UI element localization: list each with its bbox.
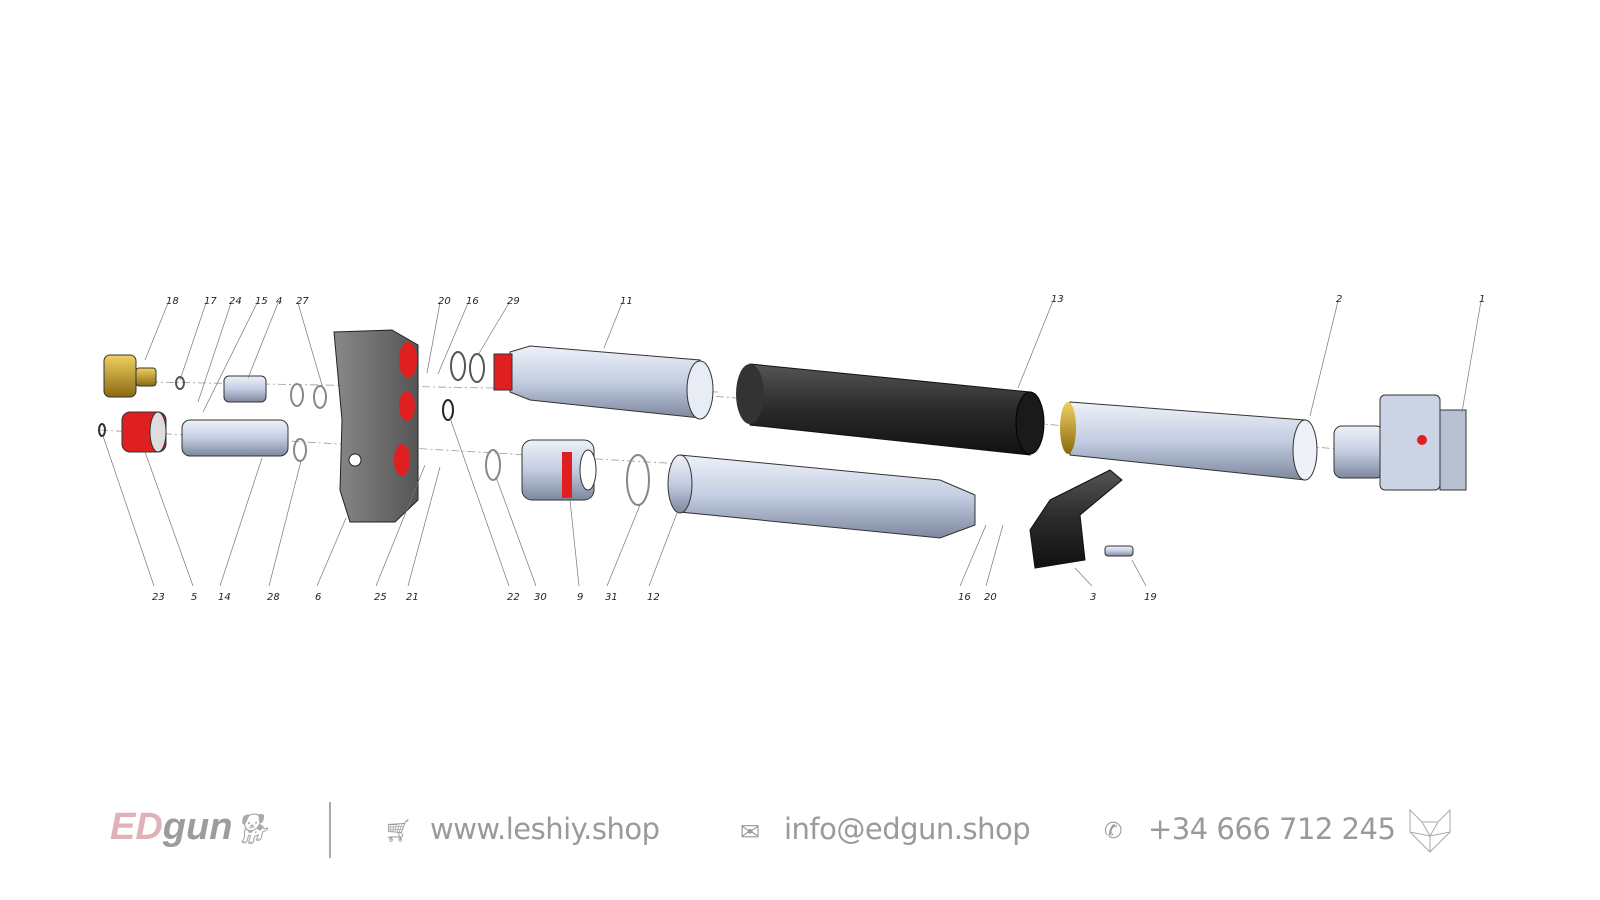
leader-line	[407, 466, 441, 587]
part-19-screw	[1104, 545, 1134, 557]
part-27-oring	[313, 385, 327, 409]
shopping-cart-icon: 🛒︎	[384, 818, 412, 843]
part-number-label: 4	[276, 296, 282, 307]
website-link[interactable]: www.leshiy.shop	[430, 812, 660, 846]
leader-line	[959, 524, 987, 587]
part-number-label: 30	[534, 592, 547, 603]
leader-line	[1309, 300, 1339, 417]
part-number-label: 12	[647, 592, 660, 603]
part-23-clip	[98, 423, 106, 437]
leader-line	[179, 302, 207, 381]
part-number-label: 11	[620, 296, 633, 307]
leader-line	[247, 302, 279, 379]
part-22-circlip	[442, 399, 454, 421]
part-number-label: 15	[255, 296, 268, 307]
part-14-piston	[181, 419, 289, 457]
part-number-label: 18	[166, 296, 179, 307]
dog-icon: 🐕︎	[232, 813, 271, 846]
part-13-shroud	[736, 363, 1045, 456]
part-number-label: 16	[958, 592, 971, 603]
part-2-receiver	[1060, 401, 1318, 481]
part-number-label: 28	[267, 592, 280, 603]
part-number-label: 21	[406, 592, 419, 603]
part-number-label: 6	[315, 592, 321, 603]
leader-line	[603, 302, 623, 349]
leader-line	[268, 460, 302, 587]
part-28-oring	[293, 438, 307, 462]
part-number-label: 23	[152, 592, 165, 603]
footer: EDgun🐕︎ 🛒︎ www.leshiy.shop ✉ info@edgun.…	[0, 790, 1600, 870]
part-number-label: 13	[1051, 294, 1064, 305]
divider	[329, 802, 331, 858]
part-number-label: 25	[374, 592, 387, 603]
leader-line	[437, 302, 469, 375]
leader-line	[495, 476, 537, 587]
part-number-label: 14	[218, 592, 231, 603]
leader-line	[449, 417, 510, 587]
leader-line	[297, 302, 323, 386]
leader-line	[202, 302, 258, 413]
leader-line	[985, 524, 1004, 587]
part-18-brass-cap	[103, 354, 157, 398]
part-11-front-tube	[493, 345, 714, 420]
email-link[interactable]: info@edgun.shop	[784, 812, 1031, 846]
phone-link[interactable]: +34 666 712 245	[1148, 812, 1396, 846]
part-6-housing	[333, 329, 419, 523]
wolf-head-icon	[1409, 808, 1451, 853]
part-number-label: 9	[577, 592, 583, 603]
part-number-label: 24	[229, 296, 242, 307]
whatsapp-icon: ✆	[1104, 818, 1123, 843]
leader-line	[1074, 567, 1093, 587]
part-number-label: 27	[296, 296, 309, 307]
part-number-label: 16	[466, 296, 479, 307]
leader-line	[569, 499, 580, 587]
part-4-valve	[223, 375, 267, 403]
leader-line	[316, 517, 347, 587]
leader-line	[648, 512, 678, 587]
leader-line	[1017, 300, 1054, 389]
part-31-oring	[626, 454, 650, 506]
leader-line	[102, 435, 155, 587]
part-number-label: 19	[1144, 592, 1157, 603]
part-number-label: 5	[191, 592, 197, 603]
part-29-oring	[469, 353, 485, 383]
part-number-label: 17	[204, 296, 217, 307]
part-17-ring	[175, 376, 185, 390]
leader-line	[1461, 300, 1482, 413]
part-1-trigger-block	[1333, 394, 1467, 491]
part-number-label: 1	[1479, 294, 1485, 305]
part-number-label: 22	[507, 592, 520, 603]
part-5-red-cap	[121, 411, 167, 453]
leader-line	[144, 302, 169, 361]
leader-line	[197, 302, 232, 403]
leader-line	[375, 464, 426, 587]
part-number-label: 2	[1336, 294, 1342, 305]
part-number-label: 29	[507, 296, 520, 307]
part-3-lever	[1029, 469, 1123, 569]
leader-line	[219, 457, 263, 587]
part-9-adapter	[521, 439, 597, 501]
leader-line	[606, 504, 641, 587]
edgun-logo: EDgun🐕︎	[110, 806, 271, 848]
part-12-air-tube	[667, 454, 976, 539]
leader-line	[426, 302, 441, 374]
leader-line	[477, 302, 510, 356]
part-number-label: 20	[438, 296, 451, 307]
envelope-icon: ✉	[740, 819, 761, 846]
part-number-label: 3	[1090, 592, 1096, 603]
leader-line	[1131, 559, 1147, 587]
leader-line	[144, 451, 194, 587]
part-number-label: 31	[605, 592, 618, 603]
part-number-label: 20	[984, 592, 997, 603]
part-30-oring	[485, 449, 501, 481]
